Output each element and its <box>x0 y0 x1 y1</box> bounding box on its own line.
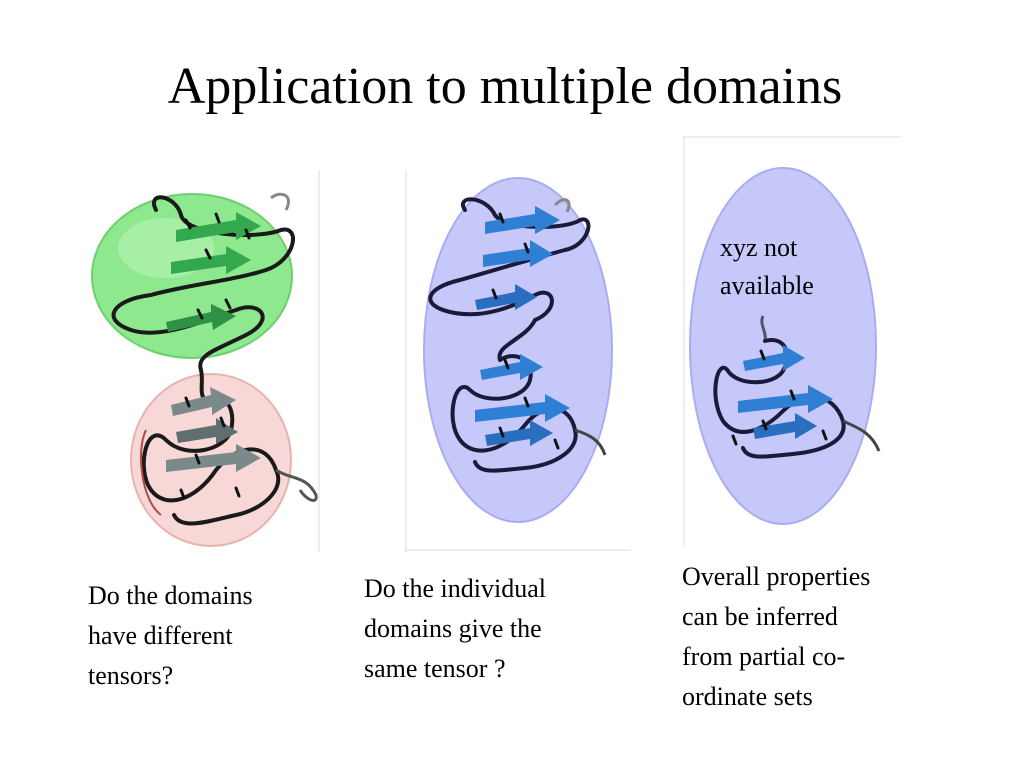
caption-two-domains: Do the domains have different tensors? <box>88 576 253 696</box>
strand-blue-6 <box>485 420 553 446</box>
strand-blue-3 <box>753 413 817 439</box>
strand-blue-5 <box>475 394 570 422</box>
protein-panel-two-domains <box>86 170 322 552</box>
strand-green-2 <box>171 246 251 274</box>
caption-line: from partial co- <box>682 642 846 671</box>
strand-blue-3 <box>475 284 537 310</box>
strand-green-1 <box>176 212 261 242</box>
slide-title: Application to multiple domains <box>167 58 843 115</box>
caption-line: tensors? <box>88 661 174 690</box>
caption-single-tensor: Do the individual domains give the same … <box>364 569 546 689</box>
xyz-not-available-note: xyz not available <box>720 229 814 305</box>
caption-line: ordinate sets <box>682 682 813 711</box>
strand-blue-2 <box>483 240 553 267</box>
caption-line: Overall properties <box>682 562 871 591</box>
caption-line: can be inferred <box>682 602 838 631</box>
ellipsoid-green <box>91 193 293 359</box>
strand-blue-2 <box>738 385 833 413</box>
caption-line: Do the domains <box>88 581 253 610</box>
backbone-visible-domain <box>713 338 846 459</box>
strand-blue-4 <box>480 354 543 380</box>
protein-panel-partial-coordinates <box>683 136 901 546</box>
strand-gray-2 <box>166 444 261 472</box>
strand-blue-1 <box>743 345 805 371</box>
caption-line: have different <box>88 621 233 650</box>
note-line: available <box>720 271 814 300</box>
backbone-lower-domain <box>450 354 578 473</box>
backbone-pink-domain <box>141 396 281 526</box>
note-line: xyz not <box>720 233 798 262</box>
strand-blue-1 <box>485 206 560 234</box>
two-domain-illustration <box>91 170 320 552</box>
caption-line: Do the individual <box>364 574 546 603</box>
caption-line: domains give the <box>364 614 542 643</box>
ellipsoid-blue <box>423 177 613 523</box>
caption-partial-coordinates: Overall properties can be inferred from … <box>682 557 870 717</box>
partial-coordinates-illustration <box>683 136 901 546</box>
protein-panel-single-tensor <box>405 170 631 552</box>
strand-gray-1 <box>171 387 236 416</box>
caption-line: same tensor ? <box>364 654 506 683</box>
single-tensor-illustration <box>405 170 631 552</box>
